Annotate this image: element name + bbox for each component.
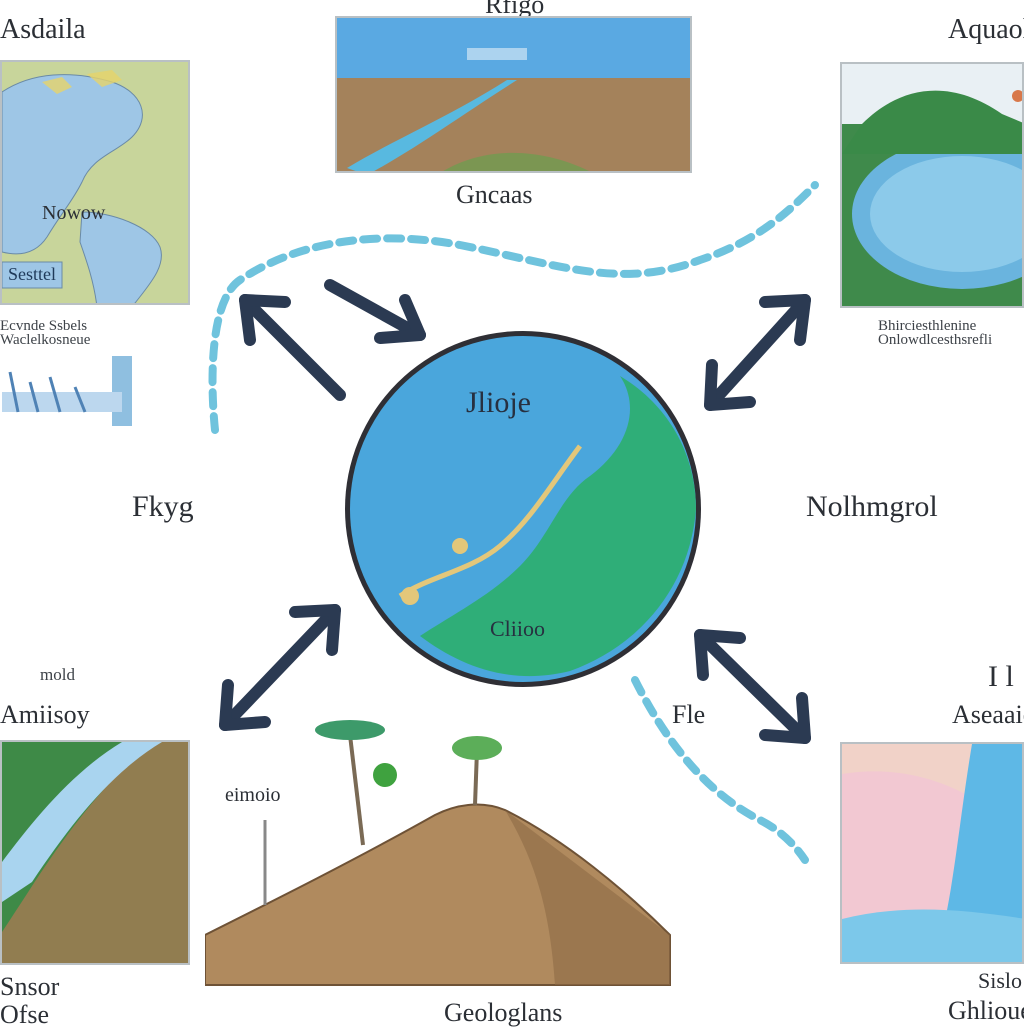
coast-illustration xyxy=(842,744,1022,962)
globe-illustration xyxy=(345,331,701,687)
globe-title: Jlioje xyxy=(466,386,531,419)
bottom-right-foot-1: Sislo xyxy=(978,968,1023,993)
river-panel xyxy=(335,16,692,173)
globe-badge: Cliioo xyxy=(490,616,546,641)
left-note-2: Waclelkosneue xyxy=(0,332,91,348)
slope-river-panel xyxy=(0,740,190,965)
heading-top-right: Aquaola xyxy=(948,14,1024,45)
river-illustration xyxy=(337,18,690,171)
americas-map-label: Nowow xyxy=(42,202,106,224)
dotted-flow-path-bottom xyxy=(631,676,809,864)
arrow-top-left xyxy=(239,294,346,401)
right-note-2: Onlowdlcesthsrefli xyxy=(878,332,993,348)
arrow-top-left-2 xyxy=(324,279,426,344)
bottom-left-small: mold xyxy=(40,665,75,684)
bottom-right-heading: Aseaaie xyxy=(952,700,1024,729)
dotted-flow-path-top xyxy=(208,181,819,434)
heading-top-left: Asdaila xyxy=(0,14,86,45)
right-note-1: Bhirciesthlenine xyxy=(878,318,977,334)
bottom-center-foot: Geologlans xyxy=(444,998,563,1027)
hill-illustration xyxy=(205,720,671,986)
americas-map-illustration xyxy=(2,62,188,303)
bottom-right-mark: I l xyxy=(988,660,1014,693)
arrow-bottom-left xyxy=(219,604,341,731)
heading-top-center: Rfigo xyxy=(485,0,545,19)
top-center-caption: Gncaas xyxy=(456,180,533,209)
coast-panel xyxy=(840,742,1024,964)
left-center-label: Fkyg xyxy=(132,490,194,523)
arrow-top-right xyxy=(704,294,811,411)
americas-map-panel: Nowow Sesttel xyxy=(0,60,190,305)
bottom-left-heading: Amiisoy xyxy=(0,700,90,729)
lake-panel xyxy=(840,62,1024,308)
bottom-left-foot-1: Snsor xyxy=(0,972,60,1001)
center-right-small: Fle xyxy=(672,700,706,729)
slope-river-illustration xyxy=(2,742,188,963)
left-note-1: Ecvnde Ssbels xyxy=(0,318,88,334)
lake-illustration xyxy=(842,64,1022,306)
bottom-center-small: eimoio xyxy=(225,784,281,806)
arrow-bottom-right xyxy=(694,629,811,744)
bar-graph-icon xyxy=(2,356,132,426)
bottom-right-foot-2: Ghlioue xyxy=(948,996,1024,1025)
right-center-label: Nolhmgrol xyxy=(806,490,938,523)
americas-map-badge: Sesttel xyxy=(8,264,56,284)
bottom-left-foot-2: Ofse xyxy=(0,1000,50,1029)
